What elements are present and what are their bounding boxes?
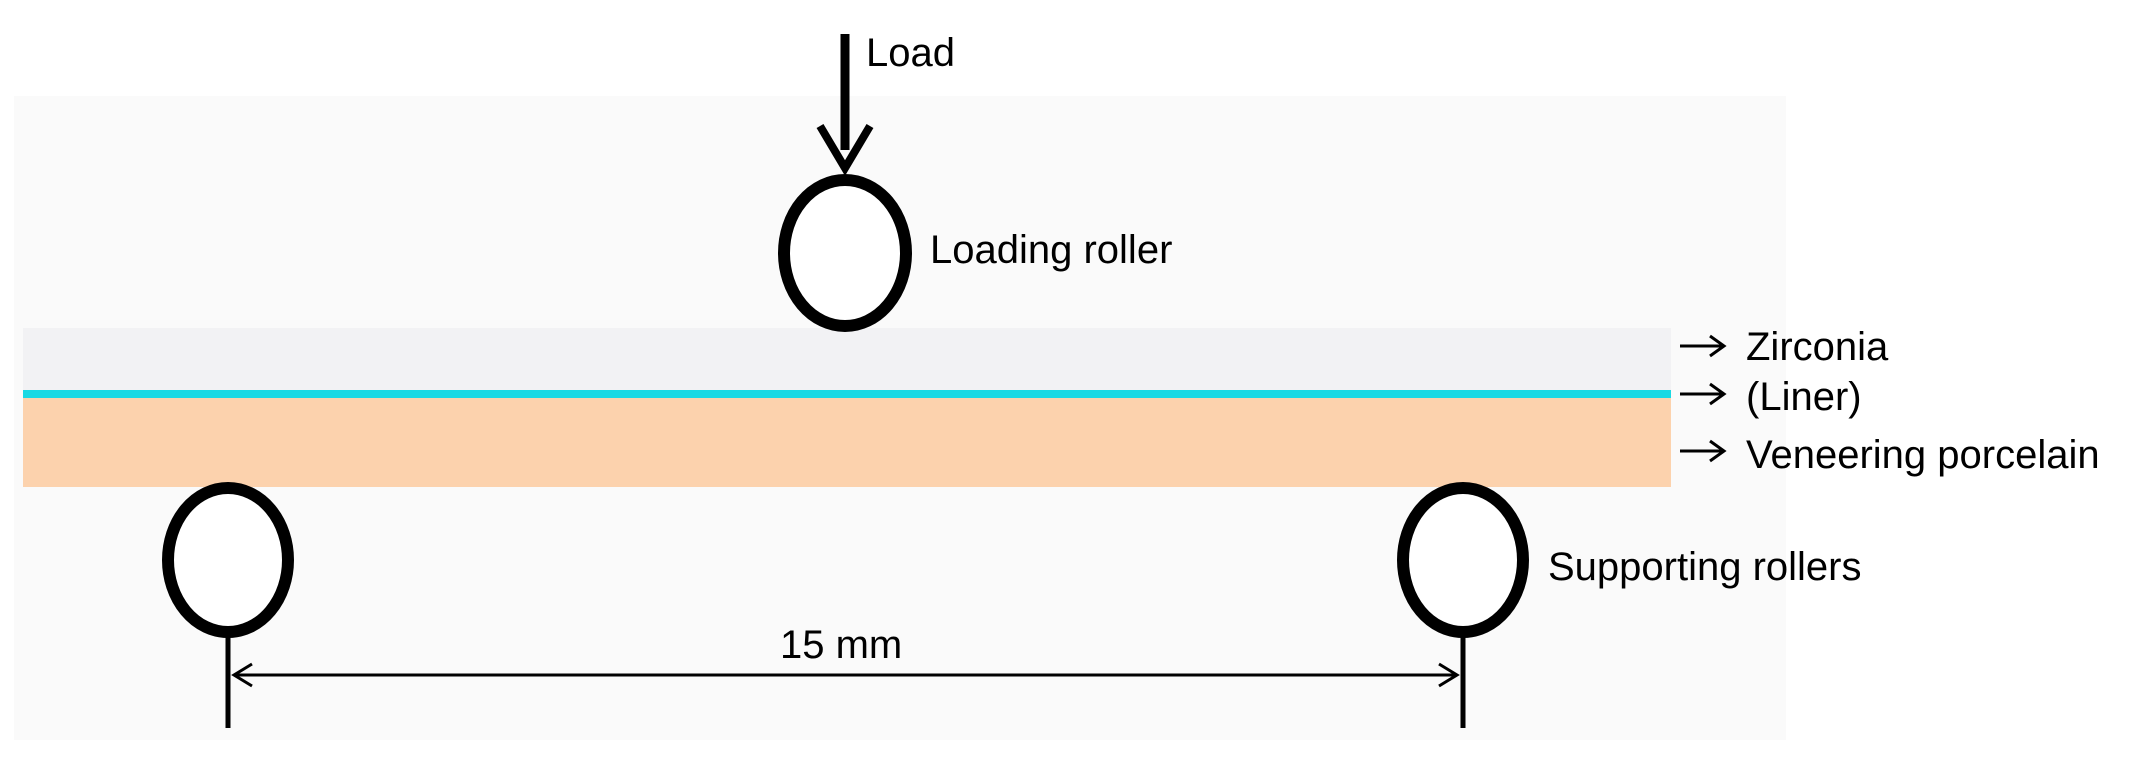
liner-layer: [23, 390, 1671, 398]
span-dimension-line: [231, 662, 1460, 688]
liner-label: (Liner): [1746, 375, 1862, 419]
veneering-callout: [1680, 439, 1727, 463]
zirconia-callout: [1680, 334, 1727, 358]
veneering-porcelain-label: Veneering porcelain: [1746, 433, 2100, 477]
zirconia-layer: [23, 328, 1671, 393]
loading-roller-label: Loading roller: [930, 228, 1172, 272]
veneering-porcelain-layer: [23, 397, 1671, 487]
span-label: 15 mm: [780, 623, 902, 667]
supporting-roller-left: [162, 482, 294, 638]
load-label: Load: [866, 31, 955, 75]
zirconia-label: Zirconia: [1746, 325, 1889, 369]
supporting-roller-right: [1397, 482, 1529, 638]
loading-roller: [778, 174, 912, 332]
load-arrow: [816, 34, 874, 176]
liner-callout: [1680, 382, 1727, 406]
supporting-rollers-label: Supporting rollers: [1548, 545, 1862, 589]
